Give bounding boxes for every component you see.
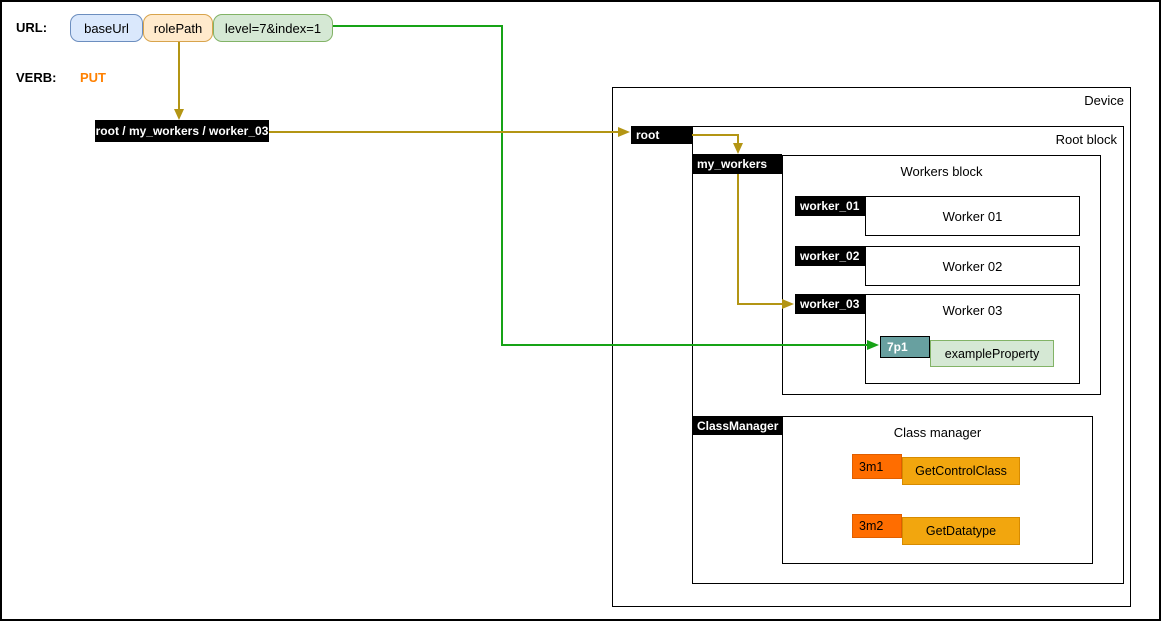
property-value-box: exampleProperty	[930, 340, 1054, 367]
my-workers-label: my_workers	[692, 154, 782, 174]
method-1-name-box: GetControlClass	[902, 457, 1020, 485]
worker-03-box: Worker 03	[865, 294, 1080, 384]
url-label: URL:	[16, 20, 48, 35]
worker-01-box: Worker 01	[865, 196, 1080, 236]
worker-03-title: Worker 03	[942, 303, 1003, 318]
method-2-name-box: GetDatatype	[902, 517, 1020, 545]
worker-02-box: Worker 02	[865, 246, 1080, 286]
yellow-arrowhead-down-icon	[174, 109, 184, 120]
url-segment-baseurl: baseUrl	[70, 14, 143, 42]
workers-block-title: Workers block	[900, 164, 983, 179]
property-key-box: 7p1	[880, 336, 930, 358]
method-1-key-box: 3m1	[852, 454, 902, 479]
url-segment-query: level=7&index=1	[213, 14, 333, 42]
class-manager-title: Class manager	[893, 425, 982, 440]
yellow-edge-rolepath-to-path	[174, 42, 184, 120]
worker-01-label: worker_01	[795, 196, 865, 216]
worker-03-label: worker_03	[795, 294, 865, 314]
verb-value: PUT	[80, 70, 106, 85]
class-manager-label: ClassManager	[692, 416, 782, 435]
url-segment-rolepath: rolePath	[143, 14, 213, 42]
root-label: root	[631, 126, 692, 144]
resolved-path-box: root / my_workers / worker_03	[95, 120, 269, 142]
method-2-key-box: 3m2	[852, 514, 902, 538]
verb-label: VERB:	[16, 70, 57, 85]
worker-02-label: worker_02	[795, 246, 865, 266]
yellow-edge-path-to-root	[269, 127, 630, 137]
root-block-title: Root block	[1055, 132, 1117, 147]
device-title: Device	[1084, 93, 1124, 108]
class-manager-box: Class manager	[782, 416, 1093, 564]
